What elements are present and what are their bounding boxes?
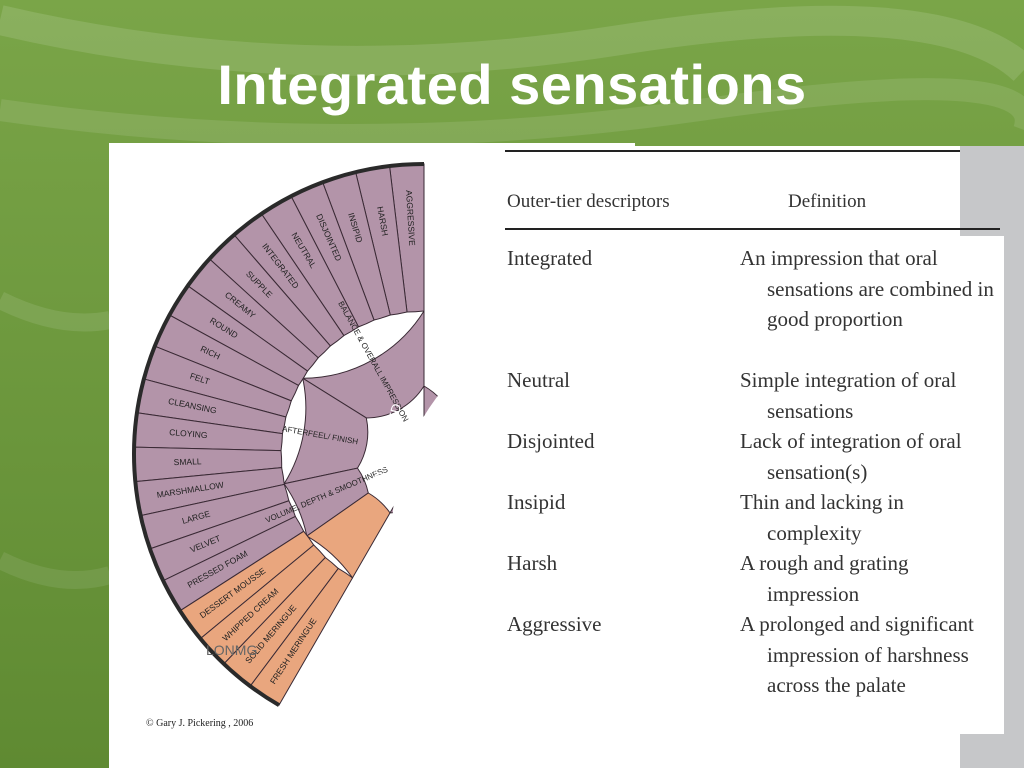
wheel-label-small: SMALL — [174, 456, 202, 467]
term-insipid: Insipid — [507, 490, 566, 514]
term-harsh: Harsh — [507, 551, 558, 575]
definition-neutral: Simple integration of oral sensations — [740, 368, 957, 423]
mouthfeel-wheel: AGGRESSIVEHARSHINSIPIDDISJOINTEDNEUTRALI… — [132, 162, 635, 753]
definition-integrated: An impression that oral sensations are c… — [740, 246, 994, 331]
definition-aggressive: A prolonged and significant impression o… — [740, 612, 974, 697]
header-descriptor: Outer-tier descriptors — [507, 191, 670, 212]
wheel-outer-border — [132, 162, 425, 707]
definition-harsh: A rough and grating impression — [740, 551, 909, 606]
term-neutral: Neutral — [507, 368, 570, 392]
table-header-rule — [505, 228, 1000, 230]
term-integrated: Integrated — [507, 246, 593, 270]
definition-disjointed: Lack of integration of oral sensation(s) — [740, 429, 962, 484]
table-image-panel-extension — [740, 236, 1004, 734]
wheel-mask — [392, 309, 635, 753]
wheel-label-aggressive: AGGRESSIVE — [404, 190, 417, 247]
slide-title: Integrated sensations — [217, 53, 807, 116]
wheel-label-cloying: CLOYING — [169, 427, 208, 440]
term-aggressive: Aggressive — [507, 612, 602, 636]
header-definition: Definition — [788, 191, 867, 212]
table-top-rule — [505, 150, 960, 152]
wheel-credit: © Gary J. Pickering , 2006 — [146, 718, 254, 729]
definition-insipid: Thin and lacking in complexity — [740, 490, 904, 545]
wheel-watermark: LONMG — [206, 642, 257, 658]
term-disjointed: Disjointed — [507, 429, 595, 453]
